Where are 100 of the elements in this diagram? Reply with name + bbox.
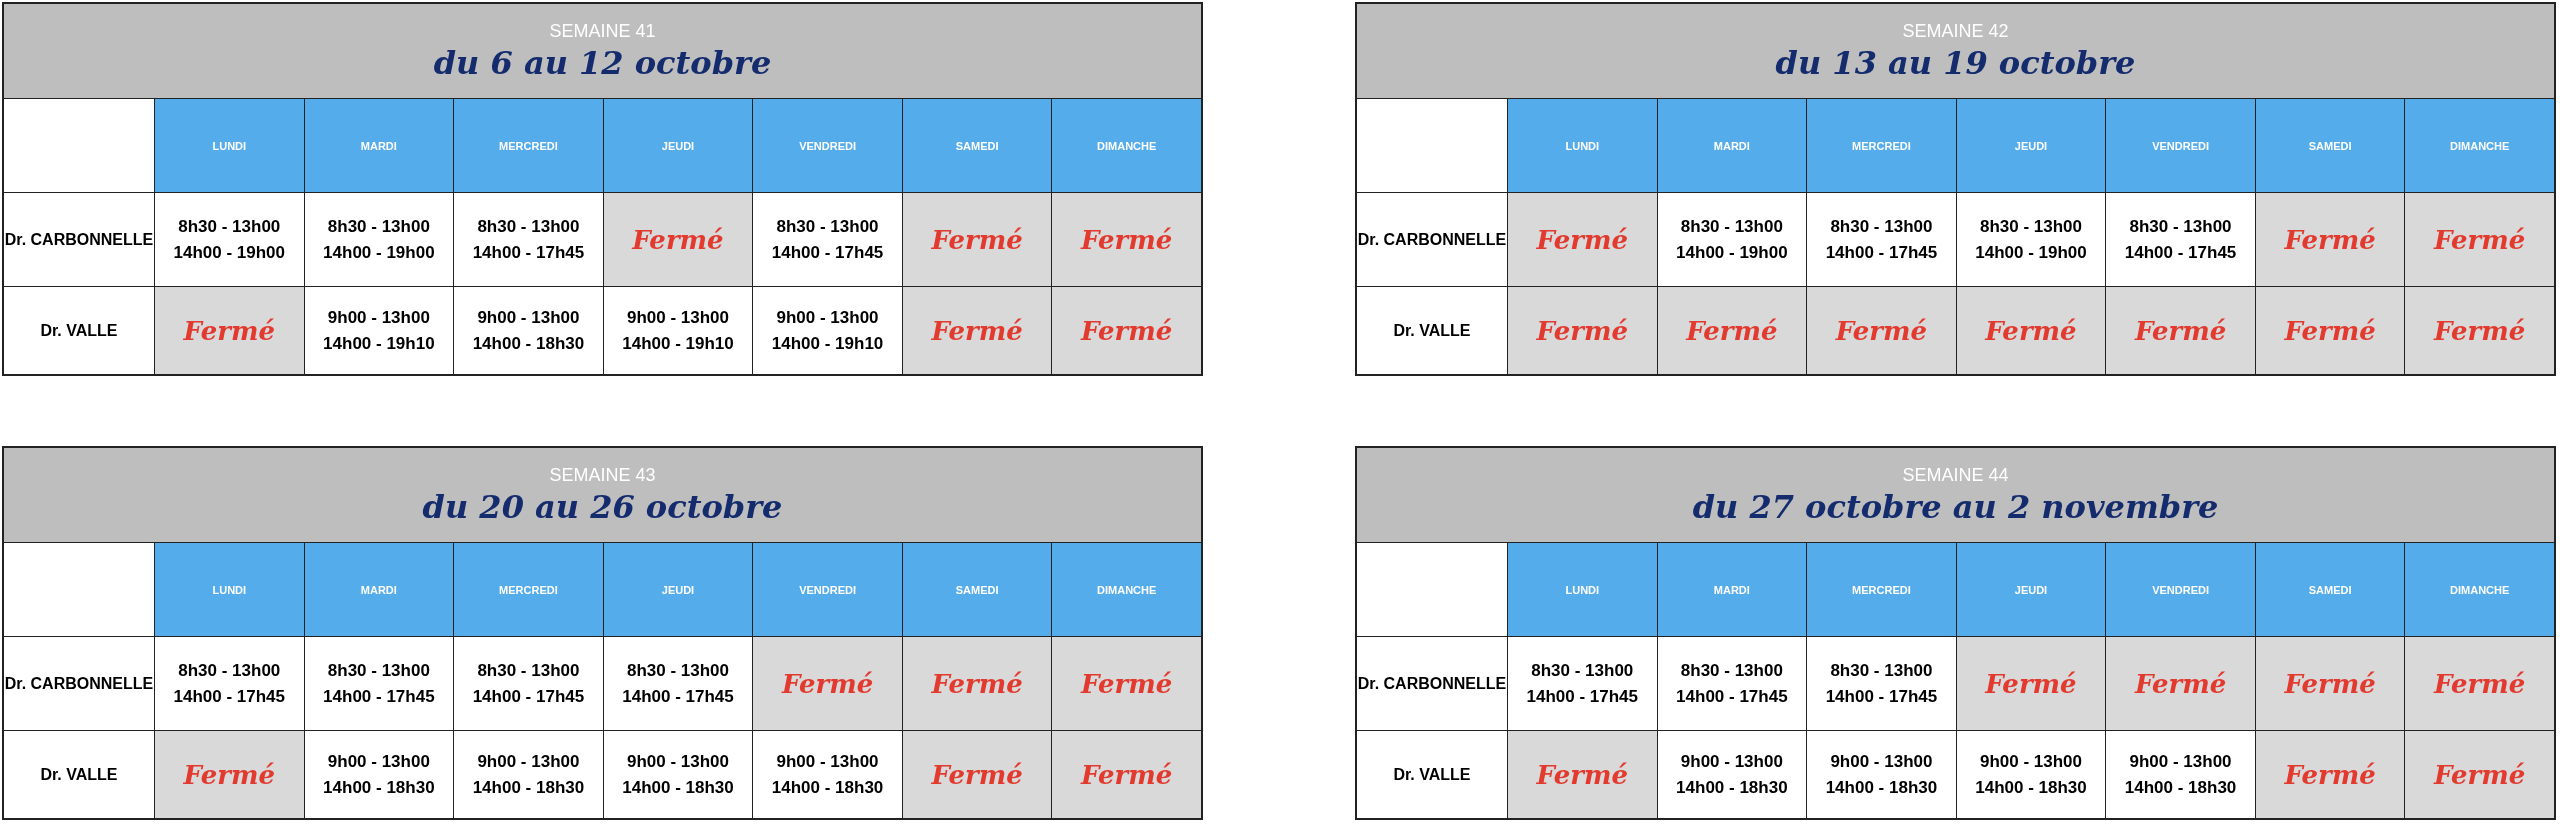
opening-hours: 8h30 - 13h00 14h00 - 17h45 <box>770 215 885 264</box>
closed-label: Fermé <box>2106 287 2255 374</box>
opening-hours: 8h30 - 13h00 14h00 - 17h45 <box>471 215 586 264</box>
week-number: SEMAINE 42 <box>1902 20 2009 42</box>
closed-label: Fermé <box>2106 637 2255 730</box>
opening-hours: 9h00 - 13h00 14h00 - 18h30 <box>1824 750 1939 799</box>
week-number: SEMAINE 44 <box>1902 464 2009 486</box>
closed-label: Fermé <box>155 731 304 818</box>
closed-label: Fermé <box>2405 193 2554 286</box>
opening-hours: 9h00 - 13h00 14h00 - 18h30 <box>621 750 735 799</box>
closed-label: Fermé <box>1508 731 1657 818</box>
opening-hours: 8h30 - 13h00 14h00 - 17h45 <box>1675 659 1789 708</box>
opening-hours: 8h30 - 13h00 14h00 - 19h00 <box>172 215 287 264</box>
doctor-name: Dr. CARBONNELLE <box>1357 637 1507 730</box>
closed-label: Fermé <box>1508 287 1657 374</box>
opening-hours: 8h30 - 13h00 14h00 - 17h45 <box>172 659 287 708</box>
closed-label: Fermé <box>1052 193 1201 286</box>
closed-label: Fermé <box>2255 287 2405 374</box>
opening-hours: 9h00 - 13h00 14h00 - 18h30 <box>1974 750 2088 799</box>
opening-hours: 9h00 - 13h00 14h00 - 18h30 <box>322 750 436 799</box>
day-header: LUNDI <box>155 99 304 192</box>
doctor-name: Dr. VALLE <box>1357 287 1507 374</box>
opening-hours: 8h30 - 13h00 14h00 - 17h45 <box>1824 215 1939 264</box>
opening-hours: 8h30 - 13h00 14h00 - 19h00 <box>1675 215 1789 264</box>
closed-label: Fermé <box>155 287 304 374</box>
doctor-name: Dr. CARBONNELLE <box>4 637 154 730</box>
day-header: SAMEDI <box>902 99 1052 192</box>
opening-hours: 9h00 - 13h00 14h00 - 18h30 <box>471 306 586 355</box>
day-header: SAMEDI <box>2255 99 2405 192</box>
opening-hours: 8h30 - 13h00 14h00 - 17h45 <box>621 659 735 708</box>
day-header: VENDREDI <box>753 543 902 636</box>
opening-hours: 9h00 - 13h00 14h00 - 18h30 <box>770 750 885 799</box>
date-range: du 13 au 19 octobre <box>1775 43 2136 82</box>
closed-label: Fermé <box>2255 193 2405 286</box>
day-header: MERCREDI <box>1807 99 1956 192</box>
day-header: MARDI <box>304 543 454 636</box>
closed-label: Fermé <box>1508 193 1657 286</box>
day-header: LUNDI <box>155 543 304 636</box>
week-number: SEMAINE 43 <box>549 464 656 486</box>
opening-hours: 9h00 - 13h00 14h00 - 18h30 <box>1675 750 1789 799</box>
day-header: VENDREDI <box>2106 543 2255 636</box>
closed-label: Fermé <box>1052 731 1201 818</box>
day-header: SAMEDI <box>2255 543 2405 636</box>
closed-label: Fermé <box>902 731 1052 818</box>
day-header: DIMANCHE <box>2405 99 2554 192</box>
opening-hours: 8h30 - 13h00 14h00 - 17h45 <box>471 659 586 708</box>
day-header: DIMANCHE <box>1052 543 1201 636</box>
opening-hours: 8h30 - 13h00 14h00 - 17h45 <box>322 659 436 708</box>
week-number: SEMAINE 41 <box>549 20 656 42</box>
day-header: DIMANCHE <box>1052 99 1201 192</box>
doctor-name: Dr. VALLE <box>4 287 154 374</box>
closed-label: Fermé <box>902 637 1052 730</box>
closed-label: Fermé <box>1956 637 2106 730</box>
opening-hours: 8h30 - 13h00 14h00 - 17h45 <box>1824 659 1939 708</box>
day-header: JEUDI <box>603 99 753 192</box>
closed-label: Fermé <box>1657 287 1807 374</box>
day-header: VENDREDI <box>2106 99 2255 192</box>
date-range: du 6 au 12 octobre <box>433 43 772 82</box>
opening-hours: 8h30 - 13h00 14h00 - 19h00 <box>1974 215 2088 264</box>
day-header: LUNDI <box>1508 543 1657 636</box>
closed-label: Fermé <box>2405 637 2554 730</box>
opening-hours: 9h00 - 13h00 14h00 - 18h30 <box>2123 750 2238 799</box>
date-range: du 20 au 26 octobre <box>422 487 783 526</box>
closed-label: Fermé <box>2255 637 2405 730</box>
day-header: JEUDI <box>603 543 753 636</box>
date-range: du 27 octobre au 2 novembre <box>1692 487 2219 526</box>
closed-label: Fermé <box>1052 637 1201 730</box>
doctor-name: Dr. CARBONNELLE <box>1357 193 1507 286</box>
day-header: JEUDI <box>1956 99 2106 192</box>
day-header: MARDI <box>1657 99 1807 192</box>
closed-label: Fermé <box>2255 731 2405 818</box>
closed-label: Fermé <box>902 193 1052 286</box>
closed-label: Fermé <box>1956 287 2106 374</box>
day-header: MARDI <box>304 99 454 192</box>
doctor-name: Dr. VALLE <box>4 731 154 818</box>
day-header: MERCREDI <box>1807 543 1956 636</box>
closed-label: Fermé <box>1807 287 1956 374</box>
doctor-name: Dr. CARBONNELLE <box>4 193 154 286</box>
closed-label: Fermé <box>603 193 753 286</box>
opening-hours: 8h30 - 13h00 14h00 - 19h00 <box>322 215 436 264</box>
opening-hours: 8h30 - 13h00 14h00 - 17h45 <box>1525 659 1640 708</box>
day-header: JEUDI <box>1956 543 2106 636</box>
closed-label: Fermé <box>753 637 902 730</box>
closed-label: Fermé <box>2405 287 2554 374</box>
opening-hours: 9h00 - 13h00 14h00 - 18h30 <box>471 750 586 799</box>
opening-hours: 8h30 - 13h00 14h00 - 17h45 <box>2123 215 2238 264</box>
day-header: LUNDI <box>1508 99 1657 192</box>
closed-label: Fermé <box>1052 287 1201 374</box>
opening-hours: 9h00 - 13h00 14h00 - 19h10 <box>770 306 885 355</box>
day-header: MARDI <box>1657 543 1807 636</box>
day-header: DIMANCHE <box>2405 543 2554 636</box>
doctor-name: Dr. VALLE <box>1357 731 1507 818</box>
closed-label: Fermé <box>2405 731 2554 818</box>
closed-label: Fermé <box>902 287 1052 374</box>
day-header: VENDREDI <box>753 99 902 192</box>
opening-hours: 9h00 - 13h00 14h00 - 19h10 <box>322 306 436 355</box>
day-header: MERCREDI <box>454 543 603 636</box>
opening-hours: 9h00 - 13h00 14h00 - 19h10 <box>621 306 735 355</box>
day-header: SAMEDI <box>902 543 1052 636</box>
day-header: MERCREDI <box>454 99 603 192</box>
